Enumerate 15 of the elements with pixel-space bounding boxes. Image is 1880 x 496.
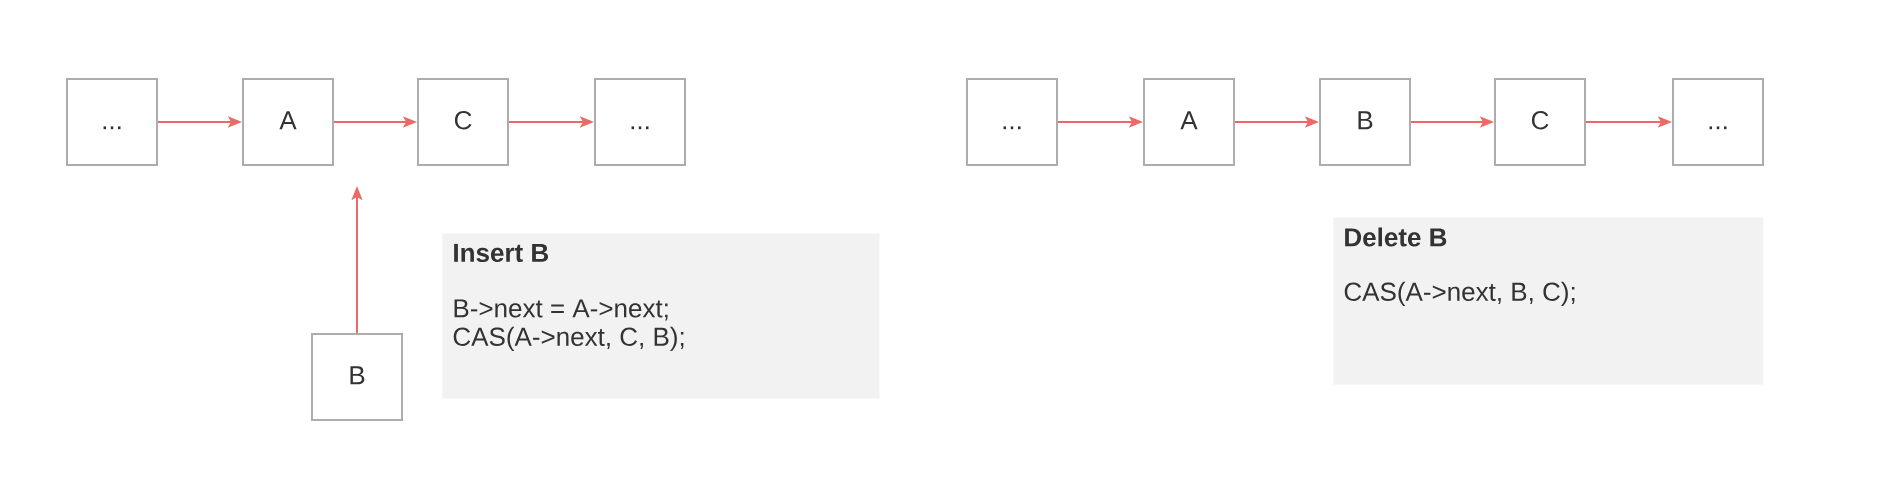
node-box: ... [966,78,1058,166]
note-heading: Insert B [454,243,548,263]
node-box: ... [66,78,158,166]
code-line: B->next = A->next; [454,299,668,321]
node-box: A [242,78,334,166]
code-line: CAS(A->next, C, B); [453,326,684,352]
node-box: ... [594,78,686,166]
node-box: B [1319,78,1411,166]
note-heading: Delete B [1345,227,1447,247]
node-box: B [311,333,403,421]
node-box: ... [1672,78,1764,166]
node-box: A [1143,78,1235,166]
code-line: CAS(A->next, B, C); [1344,281,1575,307]
node-box: C [1494,78,1586,166]
node-box: C [417,78,509,166]
